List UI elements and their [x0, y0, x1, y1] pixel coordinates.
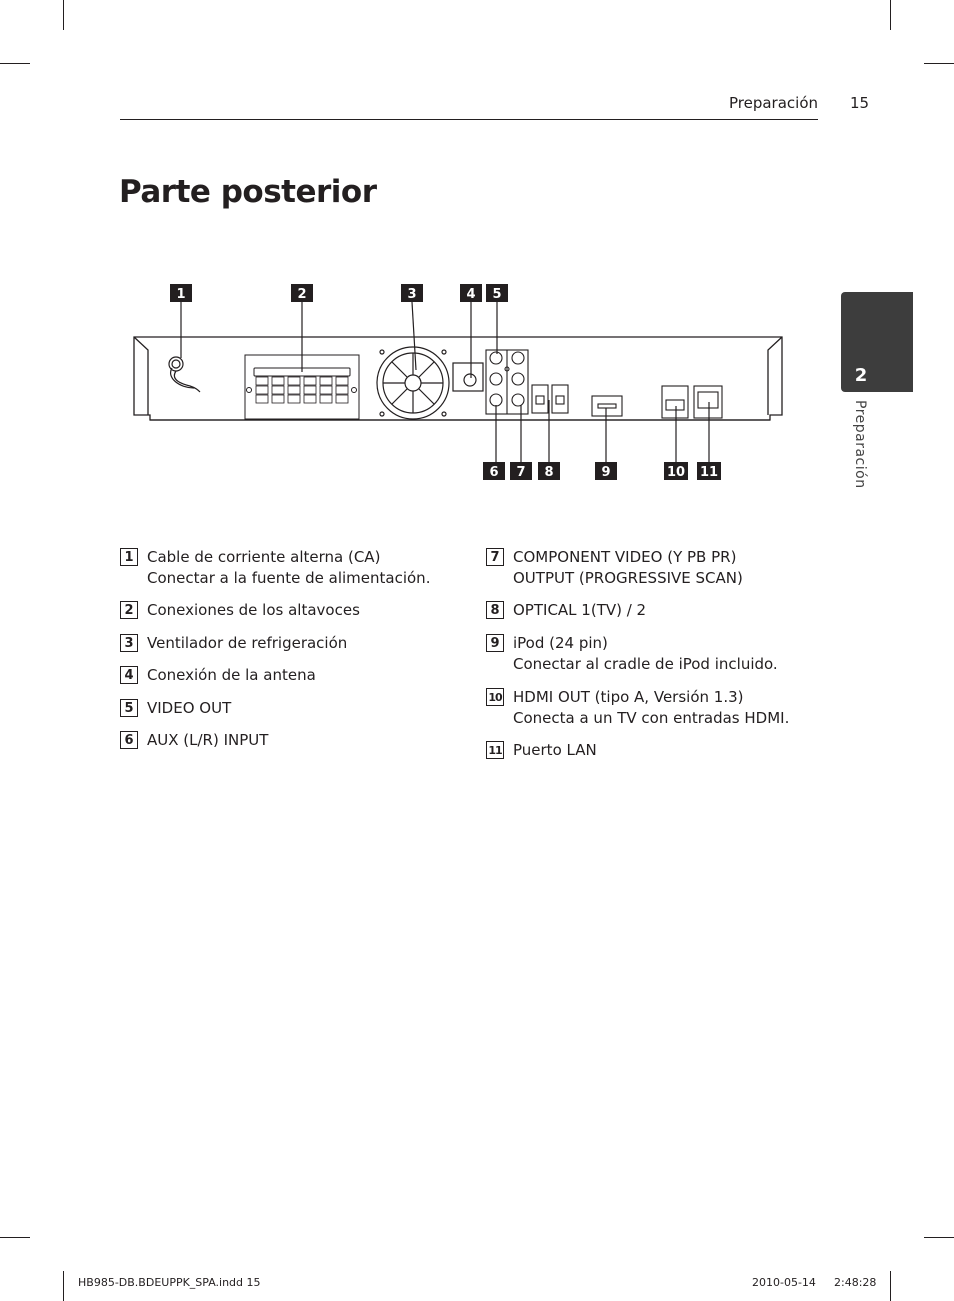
header-rule — [120, 119, 818, 120]
item-text: HDMI OUT (tipo A, Versión 1.3) — [513, 688, 744, 706]
item-number: 1 — [120, 548, 138, 566]
item-number: 4 — [120, 666, 138, 684]
item-number: 8 — [486, 601, 504, 619]
footer-time: 2:48:28 — [834, 1276, 877, 1289]
callout-label-7: 7 — [510, 462, 532, 480]
item-text: Ventilador de refrigeración — [147, 634, 348, 652]
item-text: AUX (L/R) INPUT — [147, 731, 269, 749]
header-page-number: 15 — [850, 94, 870, 112]
cooling-fan-icon — [376, 346, 450, 420]
ac-power-cord — [168, 356, 201, 393]
item-description: Conectar al cradle de iPod incluido. — [513, 655, 778, 673]
item-text: Puerto LAN — [513, 741, 597, 759]
item-description: OUTPUT (PROGRESSIVE SCAN) — [513, 569, 743, 587]
callout-label-6: 6 — [483, 462, 505, 480]
callout-label-5: 5 — [486, 284, 508, 302]
crop-mark — [890, 0, 891, 30]
item-text: Conexiones de los altavoces — [147, 601, 360, 619]
item-number: 2 — [120, 601, 138, 619]
list-item: 2 Conexiones de los altavoces — [120, 600, 360, 621]
item-text: OPTICAL 1(TV) / 2 — [513, 601, 647, 619]
callout-label-8: 8 — [538, 462, 560, 480]
callout-label-4: 4 — [460, 284, 482, 302]
item-number: 11 — [486, 741, 504, 759]
list-item: 6 AUX (L/R) INPUT — [120, 730, 268, 751]
list-item: 1 Cable de corriente alterna (CA) Conecta… — [120, 547, 430, 589]
crop-mark — [890, 1271, 891, 1301]
list-item: 5 VIDEO OUT — [120, 698, 231, 719]
antenna-connector — [452, 362, 484, 392]
item-text: Conexión de la antena — [147, 666, 316, 684]
svg-text:6: 6 — [489, 465, 498, 480]
svg-text:10: 10 — [667, 465, 685, 480]
svg-text:8: 8 — [544, 465, 553, 480]
hdmi-lan-ports — [661, 385, 723, 419]
footer-filename: HB985-DB.BDEUPPK_SPA.indd 15 — [78, 1276, 261, 1289]
list-item: 3 Ventilador de refrigeración — [120, 633, 347, 654]
chapter-tab: 2 — [841, 292, 913, 392]
callout-label-9: 9 — [595, 462, 617, 480]
crop-mark — [924, 1237, 954, 1238]
footer-date: 2010-05-14 — [752, 1276, 816, 1289]
item-number: 6 — [120, 731, 138, 749]
chapter-tab-number: 2 — [854, 365, 868, 386]
item-text: Cable de corriente alterna (CA) — [147, 548, 381, 566]
list-item: 11 Puerto LAN — [486, 740, 597, 761]
list-item: 8 OPTICAL 1(TV) / 2 — [486, 600, 646, 621]
crop-mark — [0, 1237, 30, 1238]
callout-label-10: 10 — [664, 462, 688, 480]
svg-text:5: 5 — [492, 287, 501, 302]
chapter-tab-label: Preparación — [852, 400, 868, 489]
callout-lines — [180, 301, 710, 462]
item-description: Conecta a un TV con entradas HDMI. — [513, 709, 790, 727]
optical-ports — [531, 384, 569, 414]
list-item: 10 HDMI OUT (tipo A, Versión 1.3) Conecta… — [486, 687, 789, 729]
item-number: 10 — [486, 688, 504, 706]
crop-mark — [63, 1271, 64, 1301]
item-number: 3 — [120, 634, 138, 652]
svg-text:9: 9 — [601, 465, 610, 480]
ipod-port — [591, 395, 623, 417]
svg-text:1: 1 — [176, 287, 185, 302]
av-jack-panel — [485, 349, 529, 415]
list-item: 7 COMPONENT VIDEO (Y PB PR) OUTPUT (PROGR… — [486, 547, 743, 589]
svg-text:3: 3 — [407, 287, 416, 302]
callout-label-11: 11 — [697, 462, 721, 480]
item-text: COMPONENT VIDEO (Y PB PR) — [513, 548, 737, 566]
crop-mark — [0, 63, 30, 64]
page-title: Parte posterior — [119, 174, 377, 210]
item-text: VIDEO OUT — [147, 699, 232, 717]
svg-text:2: 2 — [297, 287, 306, 302]
chassis — [133, 336, 783, 421]
svg-text:7: 7 — [516, 465, 525, 480]
callout-label-2: 2 — [291, 284, 313, 302]
list-item: 4 Conexión de la antena — [120, 665, 316, 686]
callout-label-3: 3 — [401, 284, 423, 302]
crop-mark — [63, 0, 64, 30]
list-item: 9 iPod (24 pin) Conectar al cradle de iPo… — [486, 633, 778, 675]
item-number: 5 — [120, 699, 138, 717]
item-number: 9 — [486, 634, 504, 652]
callout-label-1: 1 — [170, 284, 192, 302]
crop-mark — [924, 63, 954, 64]
item-text: iPod (24 pin) — [513, 634, 608, 652]
header-section: Preparación — [729, 94, 819, 112]
svg-text:11: 11 — [700, 465, 718, 480]
item-number: 7 — [486, 548, 504, 566]
item-description: Conectar a la fuente de alimentación. — [147, 569, 431, 587]
rear-panel-diagram: 1 2 3 4 5 6 7 8 9 10 11 — [133, 284, 783, 480]
svg-text:4: 4 — [466, 287, 475, 302]
